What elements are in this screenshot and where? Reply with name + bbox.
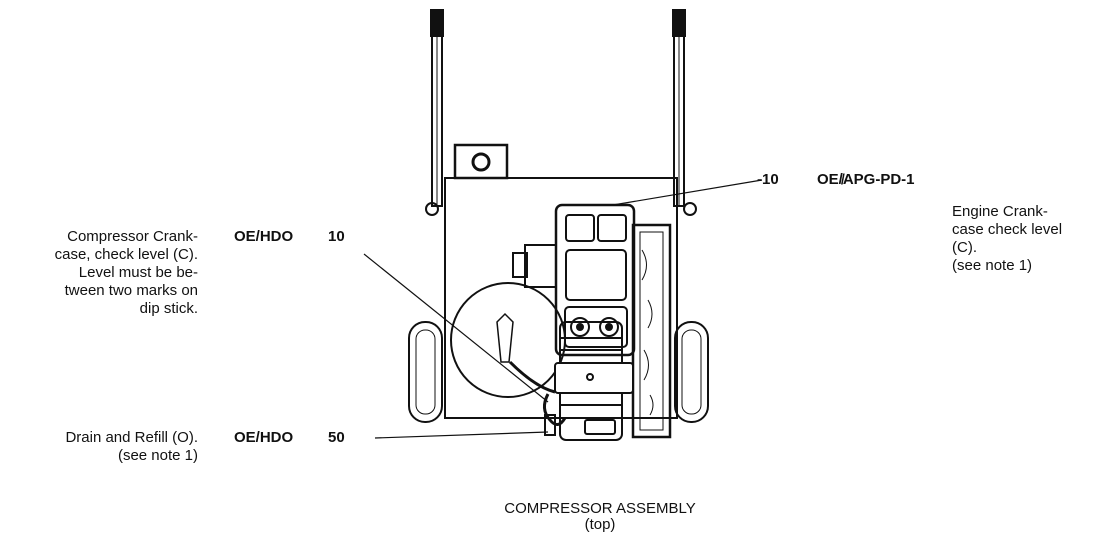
figure-caption-subtitle: (top) <box>584 516 616 533</box>
compressor-crankcase-note: Compressor Crank- case, check level (C).… <box>54 228 198 317</box>
compressor-crankcase-number: 10 <box>328 228 345 245</box>
belt-guard <box>631 223 672 439</box>
drain-number: 50 <box>328 429 345 446</box>
right-wheel <box>674 321 709 423</box>
compressor-crankcase-lubricant: OE/HDO <box>234 228 294 245</box>
right-handle <box>672 9 686 207</box>
drain-lubricant: OE/HDO <box>234 429 294 446</box>
tank-cap <box>453 143 509 180</box>
left-wheel <box>408 321 443 423</box>
engine-callout-note: Engine Crank- case check level (C). (see… <box>952 203 1063 274</box>
drain-note: Drain and Refill (O). (see note 1) <box>65 429 198 464</box>
engine-callout-lubricant: OE/̸APG-PD-1 <box>817 171 915 188</box>
compressor-leader-line <box>363 253 549 403</box>
figure-caption-title: COMPRESSOR ASSEMBLY <box>504 500 696 517</box>
air-tank <box>450 282 566 398</box>
engine-block <box>512 203 636 357</box>
left-handle <box>430 9 444 207</box>
engine-callout-number: -10 <box>757 171 779 188</box>
compressor-pump <box>508 321 634 441</box>
drain-leader-line <box>374 431 549 439</box>
engine-leader-line <box>612 179 763 206</box>
